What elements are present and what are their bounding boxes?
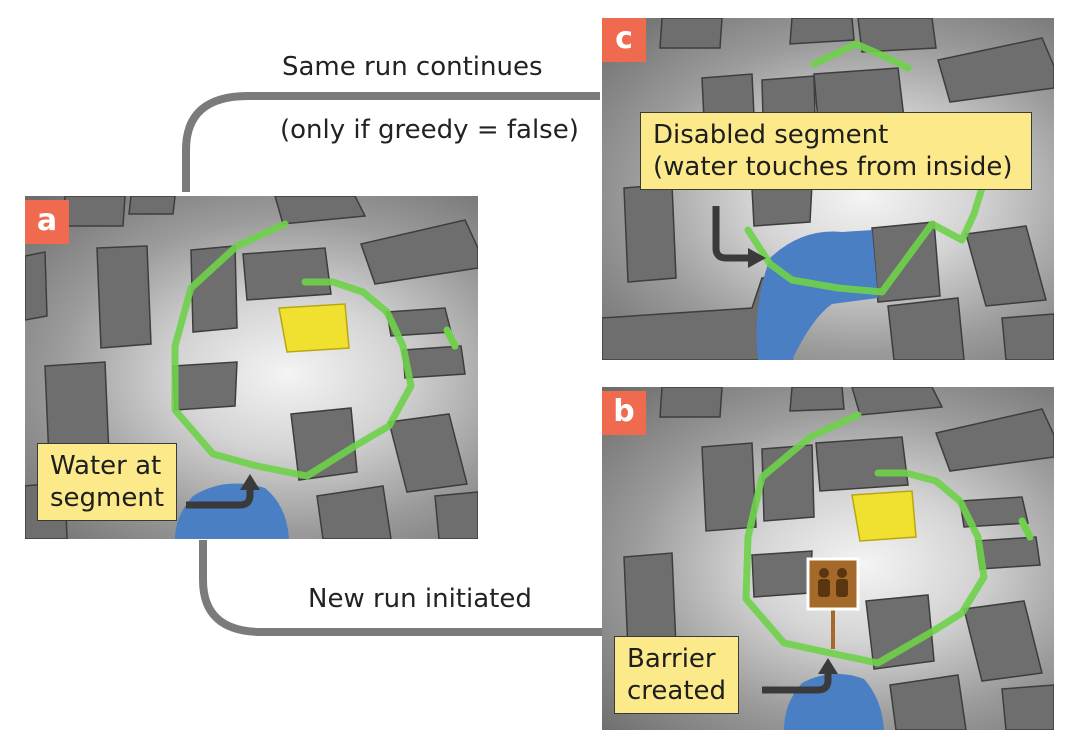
callout-line: Barrier bbox=[627, 644, 716, 674]
building-blocks bbox=[623, 387, 1054, 730]
panel-c-tag: c bbox=[602, 18, 646, 62]
water-region bbox=[175, 483, 289, 539]
callout-barrier-created: Barrier created bbox=[614, 636, 740, 714]
callout-line: segment bbox=[50, 483, 165, 513]
new-run-label: New run initiated bbox=[308, 584, 532, 614]
panel-a-scene bbox=[25, 196, 478, 539]
connector-new-run bbox=[199, 540, 602, 636]
building-blocks bbox=[25, 196, 478, 539]
barrier-sign bbox=[806, 557, 860, 649]
water-region bbox=[756, 230, 878, 360]
connector-same-run bbox=[182, 92, 600, 192]
callout-line: created bbox=[627, 676, 727, 706]
greedy-condition-label: (only if greedy = false) bbox=[280, 115, 579, 145]
segment-loop bbox=[742, 411, 988, 667]
callout-line: (water touches from inside) bbox=[653, 152, 1013, 182]
segment-loop-lower bbox=[744, 184, 986, 296]
segment-loop bbox=[171, 220, 415, 480]
panel-b-tag: b bbox=[602, 391, 646, 435]
panel-a-tag: a bbox=[25, 200, 69, 244]
segment-loop bbox=[810, 40, 912, 72]
target-square bbox=[851, 490, 917, 542]
panel-b-scene bbox=[623, 387, 1054, 730]
target-square bbox=[278, 303, 350, 353]
callout-disabled-segment: Disabled segment (water touches from ins… bbox=[640, 112, 1032, 190]
segment-stub bbox=[1018, 517, 1034, 541]
segment-stub bbox=[443, 326, 459, 350]
callout-line: Water at bbox=[50, 451, 162, 481]
callout-line: Disabled segment bbox=[653, 120, 889, 150]
same-run-label: Same run continues bbox=[282, 52, 543, 82]
callout-water-at-segment: Water at segment bbox=[37, 443, 178, 521]
